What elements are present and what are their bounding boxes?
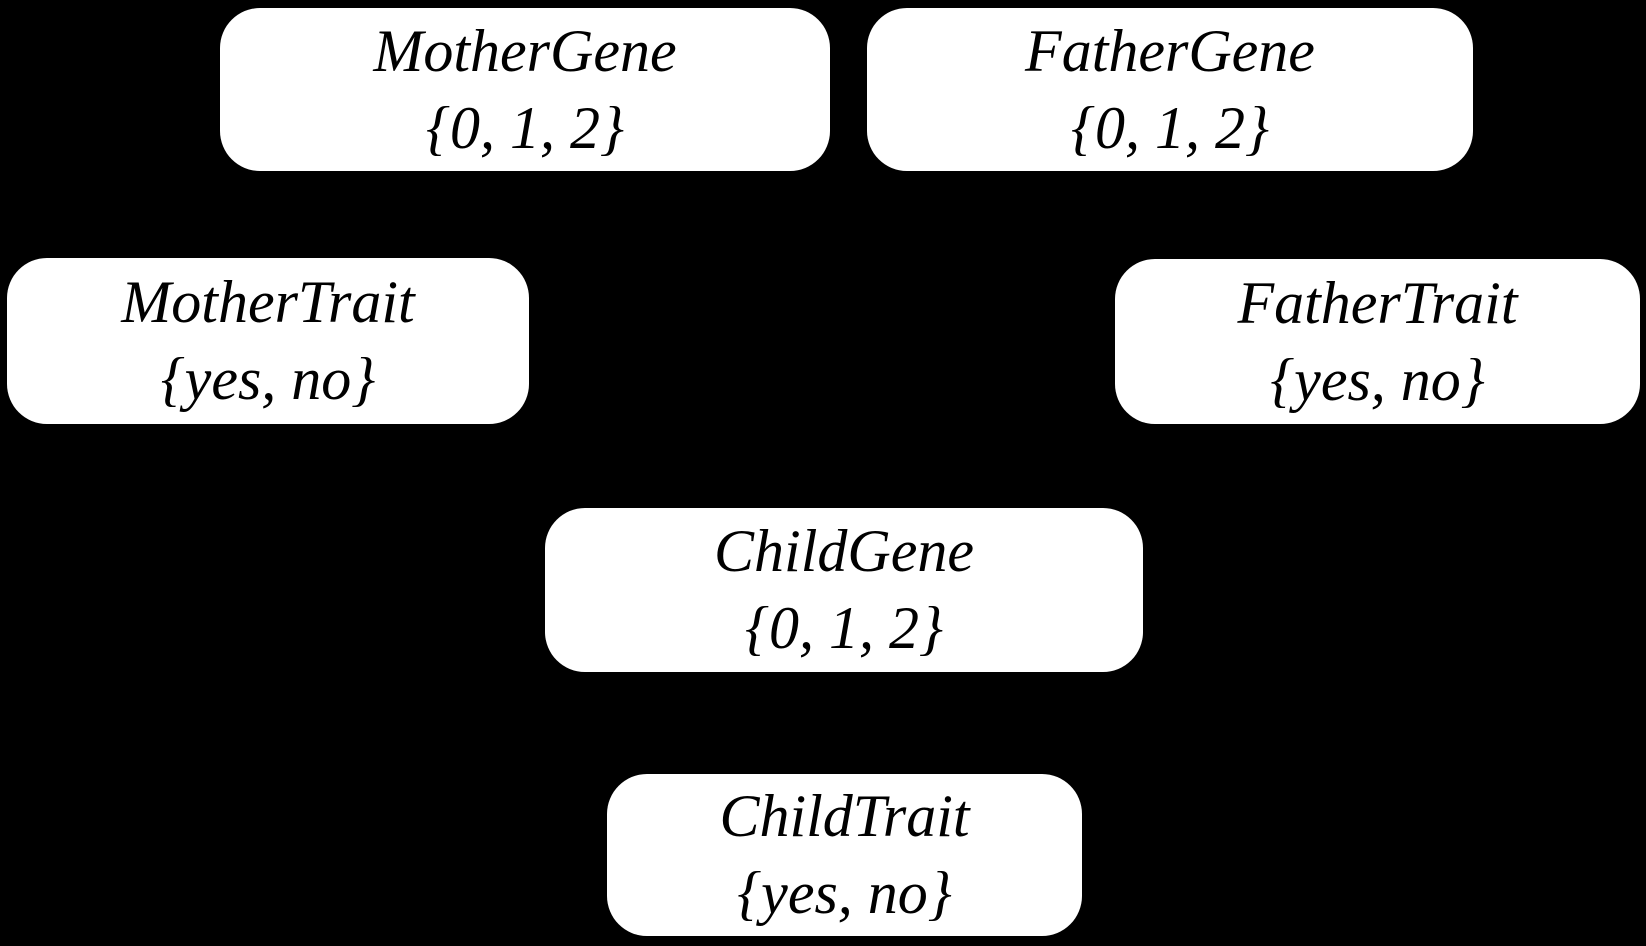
node-father-gene: FatherGene {0, 1, 2} (867, 8, 1473, 171)
node-mother-trait: MotherTrait {yes, no} (7, 258, 529, 424)
node-father-trait-domain: {yes, no} (1270, 346, 1485, 413)
node-child-trait-domain: {yes, no} (737, 860, 952, 926)
node-child-gene-domain: {0, 1, 2} (745, 595, 943, 661)
node-father-gene-label: FatherGene (1025, 17, 1315, 84)
node-child-gene-label: ChildGene (714, 518, 974, 585)
node-father-trait-label: FatherTrait (1237, 269, 1518, 336)
node-child-trait-label: ChildTrait (719, 783, 970, 850)
node-mother-trait-label: MotherTrait (121, 269, 415, 336)
node-child-gene: ChildGene {0, 1, 2} (545, 508, 1143, 672)
node-mother-gene-domain: {0, 1, 2} (426, 94, 624, 161)
node-mother-gene-label: MotherGene (373, 17, 677, 84)
node-mother-trait-domain: {yes, no} (160, 346, 376, 412)
node-child-trait: ChildTrait {yes, no} (607, 774, 1082, 936)
node-father-gene-domain: {0, 1, 2} (1071, 94, 1269, 161)
node-father-trait: FatherTrait {yes, no} (1115, 259, 1640, 424)
node-mother-gene: MotherGene {0, 1, 2} (220, 8, 830, 171)
